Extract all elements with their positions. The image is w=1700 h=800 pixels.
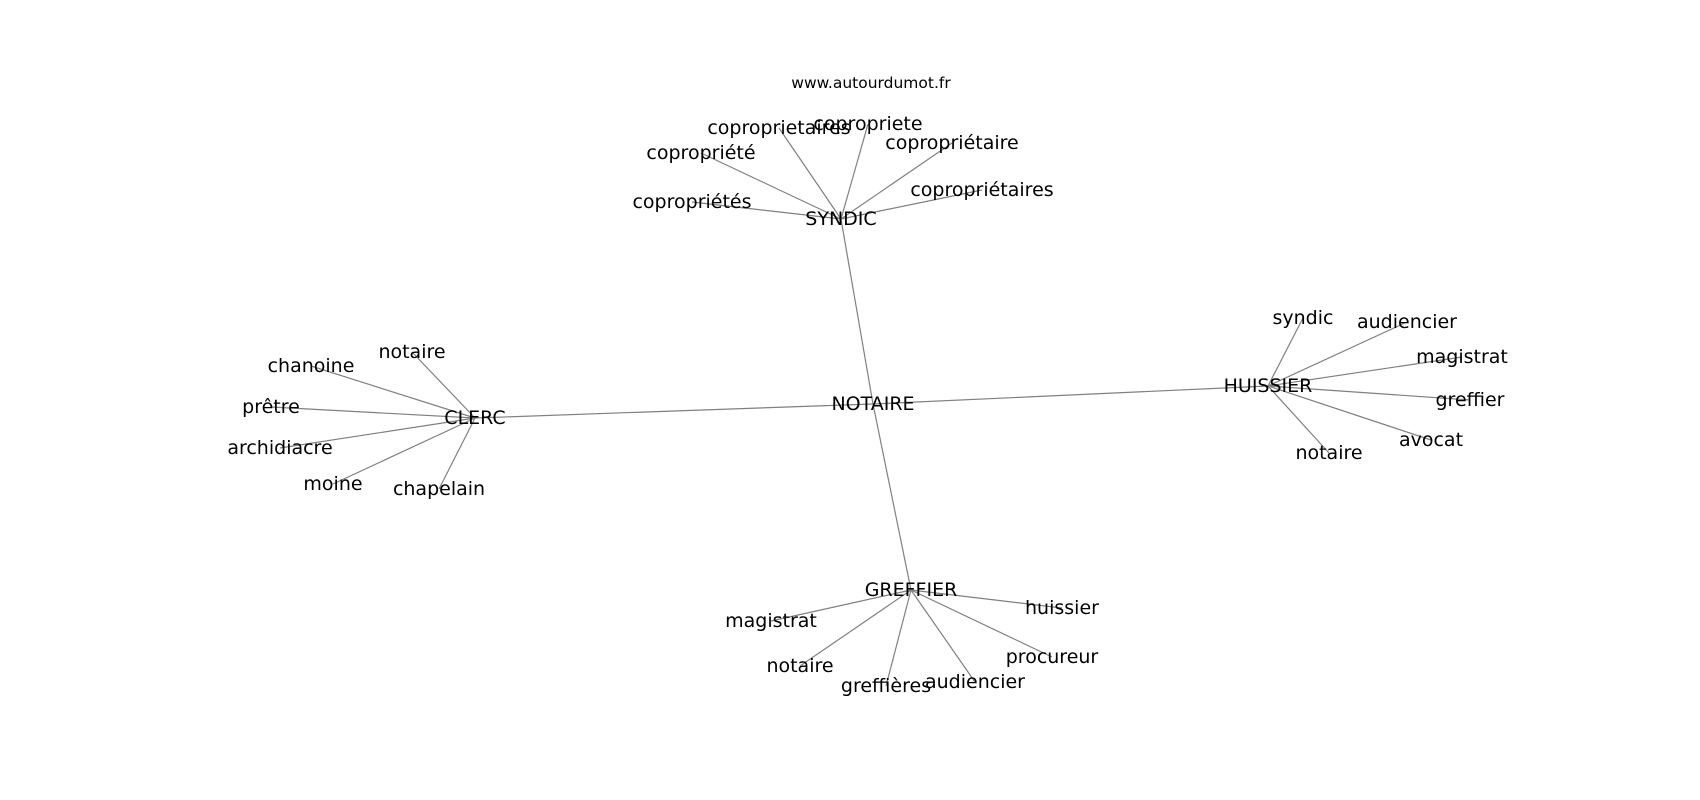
node-leaf-clerc-leaf-2: chanoine <box>268 355 355 377</box>
node-leaf-greffier-leaf-3: procureur <box>1006 646 1099 668</box>
node-leaf-syndic-leaf-6: copropriétaires <box>910 179 1053 201</box>
edge-greffier-greffier-leaf-6 <box>885 589 912 687</box>
node-leaf-syndic-leaf-2: copropriété <box>646 142 755 164</box>
node-leaf-clerc-leaf-6: chapelain <box>393 478 485 500</box>
node-hub-clerc: CLERC <box>444 407 505 429</box>
node-hub-greffier: GREFFIER <box>865 579 958 601</box>
node-leaf-clerc-leaf-1: notaire <box>378 341 445 363</box>
edge-syndic-syndic-leaf-6 <box>840 189 983 220</box>
node-leaf-huissier-leaf-4: greffier <box>1435 389 1504 411</box>
edge-huissier-huissier-leaf-6 <box>1267 385 1330 454</box>
edge-huissier-huissier-leaf-2 <box>1267 321 1408 387</box>
edge-center-clerc <box>474 403 874 419</box>
edge-syndic-syndic-leaf-4 <box>840 123 869 220</box>
node-leaf-syndic-leaf-4: copropriete <box>813 113 922 135</box>
node-leaf-syndic-leaf-1: copropriétés <box>632 191 751 213</box>
edge-greffier-greffier-leaf-4 <box>799 589 912 667</box>
node-leaf-greffier-leaf-5: audiencier <box>925 671 1025 693</box>
edge-syndic-syndic-leaf-5 <box>840 142 953 220</box>
node-hub-syndic: SYNDIC <box>805 208 876 230</box>
edge-huissier-huissier-leaf-1 <box>1267 317 1304 387</box>
edge-greffier-greffier-leaf-1 <box>910 589 1063 609</box>
graph-edges <box>270 123 1471 687</box>
edge-clerc-clerc-leaf-6 <box>438 417 476 490</box>
edge-greffier-greffier-leaf-2 <box>770 589 912 622</box>
node-center: NOTAIRE <box>831 393 914 415</box>
edge-clerc-clerc-leaf-2 <box>310 365 476 419</box>
edge-syndic-syndic-leaf-1 <box>691 201 842 220</box>
edge-center-greffier <box>872 403 912 591</box>
edge-huissier-huissier-leaf-4 <box>1267 385 1471 401</box>
edge-greffier-greffier-leaf-3 <box>910 589 1053 658</box>
edge-center-huissier <box>872 385 1269 405</box>
edge-clerc-clerc-leaf-1 <box>411 351 476 419</box>
edge-greffier-greffier-leaf-5 <box>910 589 976 683</box>
node-leaf-greffier-leaf-6: greffières <box>841 675 931 697</box>
node-hub-huissier: HUISSIER <box>1224 375 1313 397</box>
edge-clerc-clerc-leaf-5 <box>332 417 476 485</box>
edge-center-syndic <box>840 218 874 405</box>
graph-labels: www.autourdumot.fr NOTAIRE SYNDIC copropri… <box>227 74 1508 697</box>
node-leaf-huissier-leaf-2: audiencier <box>1357 311 1457 333</box>
edge-clerc-clerc-leaf-3 <box>270 406 476 419</box>
node-leaf-huissier-leaf-3: magistrat <box>1416 346 1508 368</box>
edge-syndic-syndic-leaf-2 <box>700 152 842 220</box>
edge-syndic-syndic-leaf-3 <box>778 127 842 220</box>
edge-huissier-huissier-leaf-5 <box>1267 385 1432 441</box>
node-leaf-huissier-leaf-1: syndic <box>1273 307 1334 329</box>
node-leaf-greffier-leaf-2: magistrat <box>725 610 817 632</box>
node-leaf-huissier-leaf-5: avocat <box>1399 429 1463 451</box>
node-leaf-syndic-leaf-3: coproprietaires <box>707 117 850 139</box>
node-leaf-greffier-leaf-4: notaire <box>766 655 833 677</box>
node-leaf-huissier-leaf-6: notaire <box>1295 442 1362 464</box>
edge-clerc-clerc-leaf-4 <box>279 417 476 449</box>
node-leaf-clerc-leaf-5: moine <box>303 473 362 495</box>
node-leaf-clerc-leaf-4: archidiacre <box>227 437 332 459</box>
node-leaf-clerc-leaf-3: prêtre <box>242 396 300 418</box>
node-leaf-syndic-leaf-5: copropriétaire <box>885 132 1018 154</box>
node-leaf-greffier-leaf-1: huissier <box>1025 597 1099 619</box>
edge-huissier-huissier-leaf-3 <box>1267 356 1463 387</box>
source-attribution: www.autourdumot.fr <box>791 74 951 92</box>
